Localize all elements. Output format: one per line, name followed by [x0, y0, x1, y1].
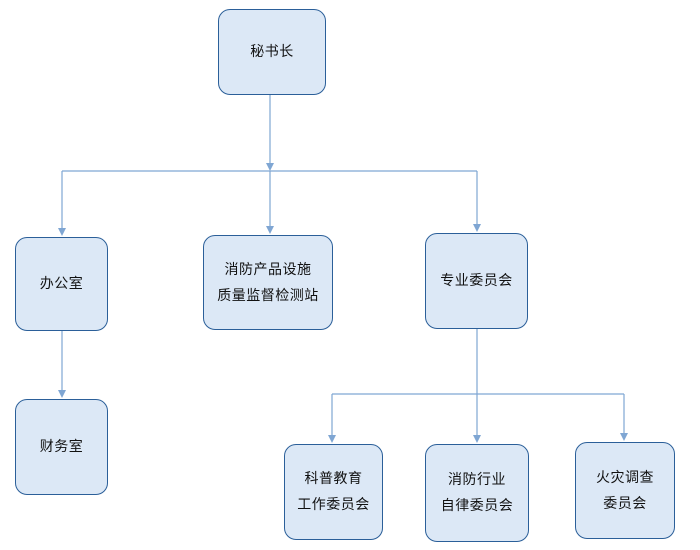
- connector-arrow-trunk: [266, 163, 274, 171]
- self-discipline-committee-label-line-1: 消防行业: [448, 472, 506, 488]
- office-label: 办公室: [39, 276, 84, 292]
- connector-arrow-office: [58, 228, 66, 236]
- science-committee-box: 科普教育 工作委员会: [284, 444, 383, 540]
- secretary-general-label: 秘书长: [250, 44, 294, 60]
- connector-arrow-self-discipline-committee: [473, 435, 481, 443]
- finance-label: 财务室: [39, 439, 84, 455]
- finance-box: 财务室: [15, 399, 108, 495]
- self-discipline-committee-label-line-2: 自律委员会: [440, 498, 514, 514]
- connector-arrow-committee: [473, 224, 481, 232]
- connector-arrow-science-committee: [328, 435, 336, 443]
- professional-committee-label: 专业委员会: [440, 273, 513, 289]
- science-committee-label-line-2: 工作委员会: [297, 497, 370, 513]
- connector-arrow-investigation-committee: [620, 433, 628, 441]
- professional-committee-box: 专业委员会: [425, 233, 528, 329]
- testing-station-box: 消防产品设施 质量监督检测站: [203, 235, 333, 330]
- connector-arrow-finance: [58, 390, 66, 398]
- investigation-committee-label-line-1: 火灾调查: [596, 469, 654, 486]
- testing-station-label-line-2: 质量监督检测站: [217, 287, 319, 304]
- investigation-committee-label-line-2: 委员会: [603, 495, 647, 512]
- self-discipline-committee-box: 消防行业 自律委员会: [425, 444, 529, 542]
- investigation-committee-box: 火灾调查 委员会: [575, 442, 675, 539]
- connector-arrow-testing-station: [266, 226, 274, 234]
- office-box: 办公室: [15, 237, 108, 331]
- testing-station-label-line-1: 消防产品设施: [224, 261, 312, 278]
- secretary-general-box: 秘书长: [218, 9, 326, 95]
- science-committee-label-line-1: 科普教育: [304, 471, 363, 487]
